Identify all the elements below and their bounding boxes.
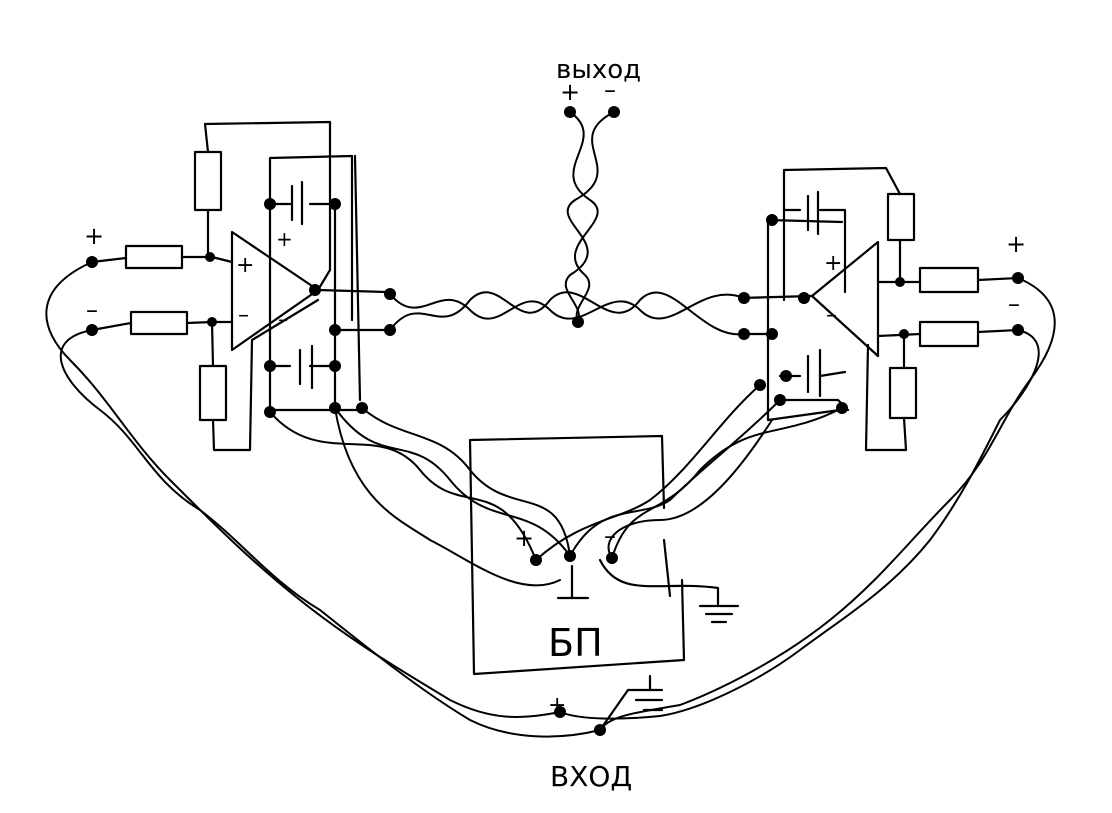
input-label: ВХОД xyxy=(550,760,632,793)
right-feedback-resistor-top xyxy=(886,192,916,242)
right-input-resistor-plus xyxy=(918,266,980,294)
left-input-resistor-plus xyxy=(124,244,184,270)
input-twisted-pairs xyxy=(45,261,1056,738)
right-input-plus-label: + xyxy=(1006,230,1026,258)
right-input-resistor-minus xyxy=(918,320,980,348)
left-feedback-resistor-bottom xyxy=(198,364,228,422)
left-input-resistor-minus xyxy=(129,310,189,336)
left-opamp xyxy=(230,230,320,352)
left-wires xyxy=(90,120,392,452)
output-minus-label: – xyxy=(604,76,616,104)
left-input-plus-label: + xyxy=(84,222,104,250)
right-amplifier-block xyxy=(738,166,1024,452)
power-supply-block xyxy=(269,384,843,676)
left-feedback-resistor-top xyxy=(193,150,223,212)
right-amp-plus-label: + xyxy=(824,251,842,276)
input-ground-symbol xyxy=(598,674,664,732)
left-cap-top xyxy=(290,180,304,226)
output-twisted-pair xyxy=(389,106,745,336)
left-amplifier-block xyxy=(86,120,396,452)
left-amp-plus-label: + xyxy=(236,253,254,278)
output-plus-label: + xyxy=(560,78,580,106)
right-input-minus-label: – xyxy=(1008,290,1020,318)
psu-label: БП xyxy=(548,621,603,665)
psu-plus-label: + xyxy=(514,524,534,552)
left-output-minus-label: – xyxy=(278,307,288,331)
right-feedback-resistor-bottom xyxy=(888,366,918,420)
chassis-ground xyxy=(598,558,740,624)
left-input-minus-label: – xyxy=(86,296,98,324)
left-amp-minus-label: – xyxy=(238,303,249,328)
output-label: выход xyxy=(556,55,641,85)
right-cap-top xyxy=(806,190,820,236)
left-cap-plus-label: + xyxy=(276,227,293,251)
input-plus-label: + xyxy=(548,693,566,718)
left-cap-bottom xyxy=(298,344,314,390)
psu-minus-label: – xyxy=(604,522,616,550)
right-cap-bottom xyxy=(806,348,822,398)
right-amp-minus-label: – xyxy=(826,303,837,328)
psu-ground-symbol xyxy=(556,564,590,600)
